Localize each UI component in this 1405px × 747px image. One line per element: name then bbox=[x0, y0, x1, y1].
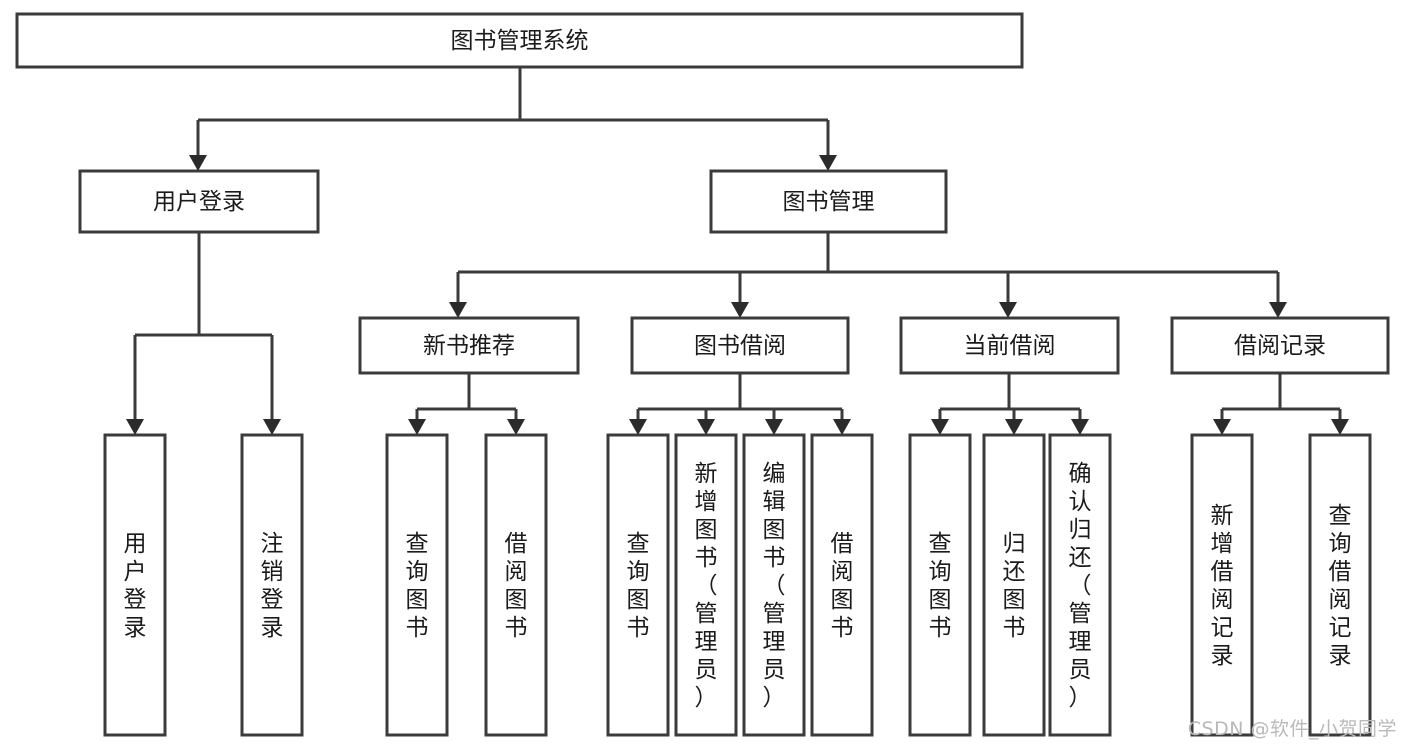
arrow-book-borrow bbox=[731, 302, 749, 318]
node-label-leaf-return-book: 归还图书 bbox=[1003, 531, 1026, 641]
node-rect-user-login bbox=[78, 169, 320, 234]
arrow-leaf-confirm-return bbox=[1071, 419, 1089, 435]
node-root[interactable]: 图书管理系统 bbox=[15, 12, 1024, 69]
node-leaf-query-borrow-record[interactable]: 查询借阅记录 bbox=[1308, 433, 1372, 737]
node-rect-leaf-add-book-admin bbox=[674, 433, 738, 737]
node-book-manage[interactable]: 图书管理 bbox=[709, 169, 948, 234]
arrow-leaf-borrow-book-rec bbox=[507, 419, 525, 435]
node-label-new-book-recommend: 新书推荐 bbox=[423, 333, 515, 359]
node-label-leaf-user-logout: 注销登录 bbox=[261, 531, 284, 641]
node-leaf-query-book-rec[interactable]: 查询图书 bbox=[385, 433, 449, 737]
node-label-book-borrow: 图书借阅 bbox=[694, 333, 786, 359]
node-book-borrow[interactable]: 图书借阅 bbox=[630, 316, 850, 375]
arrow-user-login bbox=[189, 155, 207, 171]
arrow-leaf-return-book bbox=[1005, 419, 1023, 435]
node-label-leaf-query-book-borrow: 查询图书 bbox=[627, 531, 650, 641]
node-rect-leaf-user-login bbox=[103, 433, 167, 737]
arrow-new-book-recommend bbox=[449, 302, 467, 318]
arrow-book-manage bbox=[819, 155, 837, 171]
node-rect-leaf-user-logout bbox=[240, 433, 304, 737]
node-boxes: 图书管理系统用户登录图书管理新书推荐图书借阅当前借阅借阅记录用户登录注销登录查询… bbox=[15, 12, 1390, 737]
node-leaf-query-book-cur[interactable]: 查询图书 bbox=[908, 433, 972, 737]
node-rect-leaf-borrow-book-rec bbox=[484, 433, 548, 737]
node-borrow-record[interactable]: 借阅记录 bbox=[1170, 316, 1390, 375]
node-leaf-add-book-admin[interactable]: 新增图书（管理员） bbox=[674, 433, 738, 737]
node-label-current-borrow: 当前借阅 bbox=[964, 333, 1056, 359]
arrow-leaf-add-borrow-record bbox=[1213, 419, 1231, 435]
node-label-book-manage: 图书管理 bbox=[783, 189, 875, 215]
node-rect-leaf-query-book-cur bbox=[908, 433, 972, 737]
node-leaf-add-borrow-record[interactable]: 新增借阅记录 bbox=[1190, 433, 1254, 737]
node-label-user-login: 用户登录 bbox=[153, 189, 245, 215]
arrow-leaf-query-borrow-record bbox=[1331, 419, 1349, 435]
node-rect-new-book-recommend bbox=[358, 316, 580, 375]
arrow-leaf-user-logout bbox=[263, 419, 281, 435]
node-leaf-confirm-return-admin[interactable]: 确认归还（管理员） bbox=[1048, 433, 1112, 737]
arrow-leaf-borrow-book bbox=[833, 419, 851, 435]
node-leaf-user-logout[interactable]: 注销登录 bbox=[240, 433, 304, 737]
node-user-login[interactable]: 用户登录 bbox=[78, 169, 320, 234]
arrow-leaf-user-login bbox=[126, 419, 144, 435]
node-rect-book-borrow bbox=[630, 316, 850, 375]
node-label-leaf-add-book-admin: 新增图书（管理员） bbox=[695, 461, 718, 711]
node-new-book-recommend[interactable]: 新书推荐 bbox=[358, 316, 580, 375]
arrow-leaf-query-book-cur bbox=[931, 419, 949, 435]
node-rect-leaf-borrow-book bbox=[810, 433, 874, 737]
node-rect-borrow-record bbox=[1170, 316, 1390, 375]
node-rect-leaf-query-book-borrow bbox=[606, 433, 670, 737]
node-rect-book-manage bbox=[709, 169, 948, 234]
node-label-leaf-user-login: 用户登录 bbox=[124, 531, 147, 641]
node-rect-leaf-query-borrow-record bbox=[1308, 433, 1372, 737]
arrow-current-borrow bbox=[999, 302, 1017, 318]
node-label-leaf-query-book-rec: 查询图书 bbox=[406, 531, 429, 641]
node-label-borrow-record: 借阅记录 bbox=[1234, 333, 1326, 359]
node-rect-leaf-query-book-rec bbox=[385, 433, 449, 737]
arrow-leaf-edit-book-admin bbox=[765, 419, 783, 435]
node-rect-leaf-edit-book-admin bbox=[742, 433, 806, 737]
node-leaf-borrow-book[interactable]: 借阅图书 bbox=[810, 433, 874, 737]
node-label-leaf-confirm-return-admin: 确认归还（管理员） bbox=[1069, 461, 1092, 711]
node-rect-leaf-confirm-return-admin bbox=[1048, 433, 1112, 737]
node-label-leaf-add-borrow-record: 新增借阅记录 bbox=[1211, 503, 1234, 669]
node-label-leaf-edit-book-admin: 编辑图书（管理员） bbox=[763, 461, 786, 711]
arrow-leaf-add-book-admin bbox=[697, 419, 715, 435]
node-rect-current-borrow bbox=[899, 316, 1120, 375]
node-label-root: 图书管理系统 bbox=[451, 28, 589, 54]
node-label-leaf-borrow-book: 借阅图书 bbox=[831, 531, 854, 641]
node-label-leaf-query-borrow-record: 查询借阅记录 bbox=[1329, 503, 1352, 669]
node-leaf-borrow-book-rec[interactable]: 借阅图书 bbox=[484, 433, 548, 737]
node-leaf-edit-book-admin[interactable]: 编辑图书（管理员） bbox=[742, 433, 806, 737]
node-leaf-user-login[interactable]: 用户登录 bbox=[103, 433, 167, 737]
node-leaf-query-book-borrow[interactable]: 查询图书 bbox=[606, 433, 670, 737]
node-rect-leaf-add-borrow-record bbox=[1190, 433, 1254, 737]
arrow-leaf-query-book-borrow bbox=[629, 419, 647, 435]
node-leaf-return-book[interactable]: 归还图书 bbox=[982, 433, 1046, 737]
arrow-leaf-query-book-rec bbox=[408, 419, 426, 435]
node-label-leaf-borrow-book-rec: 借阅图书 bbox=[505, 531, 528, 641]
csdn-watermark: CSDN @软件_小贺同学 bbox=[1187, 718, 1397, 740]
arrow-borrow-record bbox=[1269, 302, 1287, 318]
node-current-borrow[interactable]: 当前借阅 bbox=[899, 316, 1120, 375]
node-rect-leaf-return-book bbox=[982, 433, 1046, 737]
node-rect-root bbox=[15, 12, 1024, 69]
arrow-heads bbox=[126, 155, 1349, 435]
node-label-leaf-query-book-cur: 查询图书 bbox=[929, 531, 952, 641]
